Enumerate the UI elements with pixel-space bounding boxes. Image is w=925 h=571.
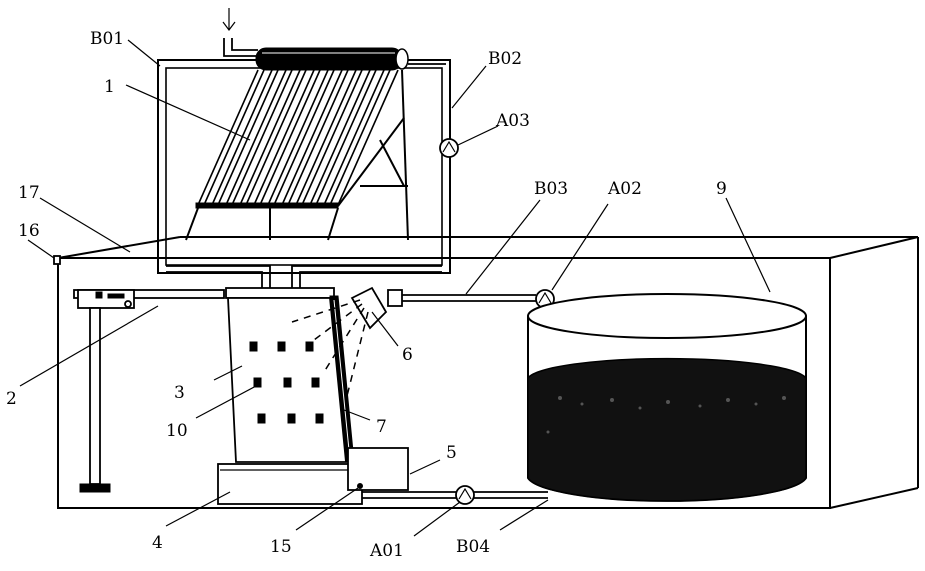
pipe-b04: [362, 485, 548, 505]
tray-4: [217, 463, 363, 505]
label-17: 17: [18, 183, 40, 203]
leader-lines: [19, 39, 771, 537]
tank-9: [527, 293, 807, 502]
label-7: 7: [376, 417, 387, 437]
label-b04: B04: [456, 537, 490, 557]
label-b03: B03: [534, 179, 568, 199]
label-10: 10: [166, 421, 188, 441]
label-15: 15: [270, 537, 292, 557]
label-4: 4: [152, 533, 163, 553]
label-1: 1: [104, 77, 115, 97]
outlet-15: [357, 483, 363, 489]
label-b01: B01: [90, 29, 124, 49]
label-9: 9: [716, 179, 727, 199]
support-post: [89, 307, 101, 485]
pump-a03-icon: [439, 138, 459, 158]
plant-holes: [249, 341, 324, 424]
liquid-speckles: [546, 396, 786, 434]
collector-stand: [185, 69, 409, 241]
spray-lines: [291, 299, 369, 401]
label-6: 6: [402, 345, 413, 365]
label-5: 5: [446, 443, 457, 463]
label-a01: A01: [369, 541, 404, 561]
pipe-b02: [408, 63, 459, 158]
label-a02: A02: [607, 179, 642, 199]
label-3: 3: [174, 383, 185, 403]
label-16: 16: [18, 221, 40, 241]
post-base: [79, 483, 111, 493]
box-5: [347, 447, 409, 491]
labels: B01 B02 A03 1 17 16 B03 A02 9 2 6 3 10 7…: [6, 29, 727, 561]
tank-liquid: [527, 357, 807, 502]
label-2: 2: [6, 389, 17, 409]
label-b02: B02: [488, 49, 522, 69]
label-a03: A03: [495, 111, 530, 131]
header-tank: [255, 47, 403, 71]
greenhouse-box: [53, 236, 919, 509]
nozzle-6: [291, 286, 403, 401]
rail-2: [73, 289, 225, 493]
down-pipes: [166, 265, 442, 290]
solar-collector: [185, 47, 409, 241]
chamber-3: [225, 287, 355, 463]
vent-16: [53, 255, 61, 265]
vacuum-tubes: [197, 69, 399, 206]
inlet-arrow-icon: [222, 8, 258, 57]
pump-a01-icon: [455, 485, 475, 505]
